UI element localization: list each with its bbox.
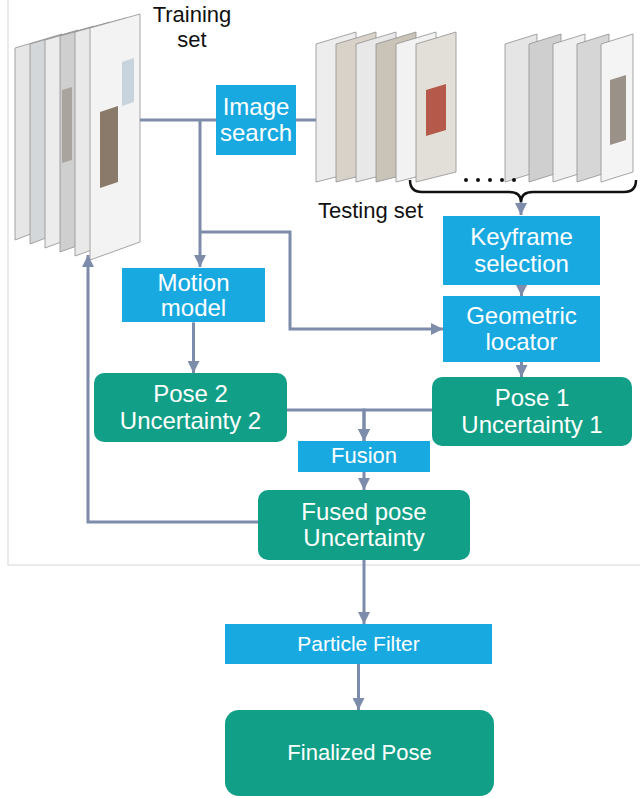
box-text: Image search — [219, 94, 293, 147]
process-box: Particle Filter — [225, 624, 492, 664]
image-frame — [416, 32, 456, 182]
flow-arrow — [192, 322, 195, 373]
set-label: Training set — [136, 2, 248, 53]
dot — [476, 178, 480, 182]
result-box: Finalized Pose — [225, 710, 494, 796]
flow-arrow — [520, 285, 523, 296]
flow-arrow — [363, 472, 366, 490]
box-text: Geometric locator — [451, 303, 592, 356]
background-panel — [8, 0, 640, 565]
dot — [500, 178, 504, 182]
process-box: Motion model — [122, 268, 265, 322]
dot — [512, 178, 516, 182]
result-box: Pose 2 Uncertainty 2 — [94, 373, 287, 442]
box-text: Pose 1 Uncertainty 1 — [442, 385, 622, 438]
flow-line — [296, 119, 316, 122]
box-text: Motion model — [130, 270, 257, 320]
image-frame — [601, 34, 633, 182]
result-box: Pose 1 Uncertainty 1 — [432, 377, 632, 446]
image-detail — [100, 106, 118, 188]
dot — [488, 178, 492, 182]
box-text: Particle Filter — [233, 632, 484, 655]
flow-arrow — [520, 362, 523, 377]
flow-arrow — [363, 560, 366, 624]
ellipsis-dots — [464, 178, 516, 182]
box-text: Keyframe selection — [451, 224, 592, 277]
process-box: Image search — [216, 85, 296, 155]
flow-arrow — [520, 202, 523, 215]
flow-arrow — [364, 410, 432, 441]
box-text: Fusion — [304, 444, 424, 468]
flow-arrow — [357, 664, 360, 710]
image-detail — [122, 58, 134, 106]
box-text: Fused pose Uncertainty — [268, 499, 460, 552]
box-text: Pose 2 Uncertainty 2 — [104, 381, 277, 434]
dot — [464, 178, 468, 182]
testing-images — [316, 32, 633, 182]
image-detail — [426, 84, 446, 136]
image-detail — [610, 75, 626, 145]
flow-arrow — [199, 120, 202, 267]
training-images — [15, 14, 140, 260]
image-detail — [62, 87, 72, 163]
process-box: Geometric locator — [443, 296, 600, 362]
image-frame — [90, 14, 140, 260]
box-text: Finalized Pose — [235, 741, 484, 765]
flow-arrow — [287, 410, 364, 441]
brace — [410, 180, 636, 202]
set-label: Testing set — [318, 198, 423, 223]
result-box: Fused pose Uncertainty — [258, 490, 470, 560]
process-box: Keyframe selection — [443, 216, 600, 285]
flow-line — [140, 119, 216, 122]
process-box: Fusion — [298, 441, 430, 472]
